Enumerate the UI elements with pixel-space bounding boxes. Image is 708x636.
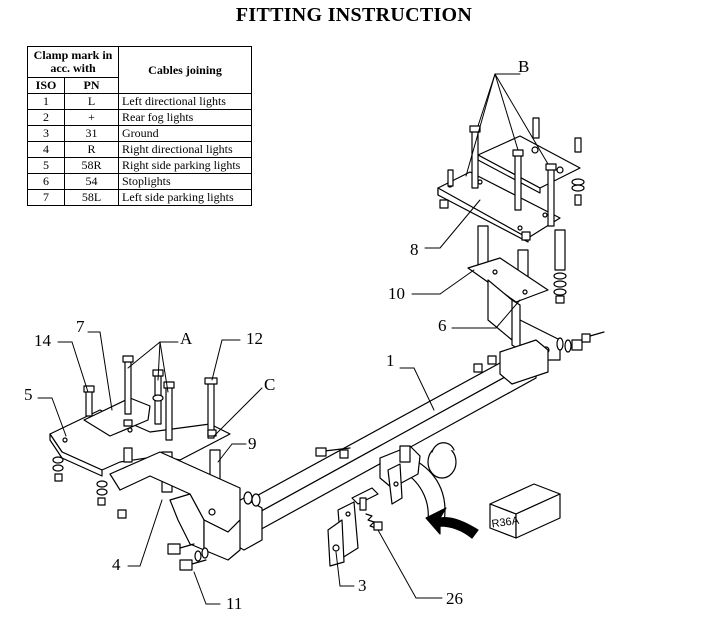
label-a: A xyxy=(180,329,193,348)
left-bolts-a xyxy=(83,355,218,441)
iso-cell: 7 xyxy=(27,189,65,206)
bolts-b xyxy=(439,117,585,241)
socket-26 xyxy=(351,487,383,531)
cable-cell: Left side parking lights xyxy=(118,189,252,206)
label-12: 12 xyxy=(246,329,263,348)
left-bracket-4 xyxy=(109,451,241,561)
label-5: 5 xyxy=(24,385,33,404)
label-14: 14 xyxy=(34,331,52,350)
pn-cell: 58R xyxy=(64,157,119,174)
right-bracket-6 xyxy=(467,257,561,361)
left-plate-5 xyxy=(83,397,151,437)
label-26: 26 xyxy=(446,589,463,608)
label-8: 8 xyxy=(410,240,419,259)
arrow-icon xyxy=(425,507,479,539)
tow-ball-neck xyxy=(379,442,457,523)
left-washers xyxy=(52,456,261,519)
label-9: 9 xyxy=(248,434,257,453)
electrical-socket-plate-3 xyxy=(327,501,359,567)
socket-plate xyxy=(387,463,403,505)
box-code-label: R36A xyxy=(491,515,521,531)
label-10: 10 xyxy=(388,284,405,303)
leader-lines xyxy=(37,73,549,605)
pn-header: PN xyxy=(64,77,119,94)
page-title: FITTING INSTRUCTION xyxy=(235,4,473,26)
label-1: 1 xyxy=(386,351,395,370)
label-7: 7 xyxy=(76,317,85,336)
label-4: 4 xyxy=(112,555,121,574)
label-c: C xyxy=(264,375,275,394)
ball-mount-bolt xyxy=(315,447,351,459)
cable-cell: Rear fog lights xyxy=(118,109,252,126)
table-row: 2+Rear fog lights xyxy=(27,109,252,126)
right-side-bolt xyxy=(556,331,605,353)
label-11: 11 xyxy=(226,594,242,613)
table-subheader-row: ISO PN xyxy=(27,77,252,94)
label-6: 6 xyxy=(438,316,447,335)
cable-cell: Right side parking lights xyxy=(118,157,252,174)
clamp-mark-header: Clamp mark in acc. with xyxy=(27,46,119,78)
cable-cell: Right directional lights xyxy=(118,141,252,158)
right-bracket-plate-8 xyxy=(437,171,561,243)
label-b: B xyxy=(518,57,529,76)
cable-joining-table: Clamp mark in acc. with Cables joining I… xyxy=(27,46,252,206)
label-3: 3 xyxy=(358,576,367,595)
left-bolts-11 xyxy=(167,543,209,571)
r36a-box xyxy=(489,483,561,539)
